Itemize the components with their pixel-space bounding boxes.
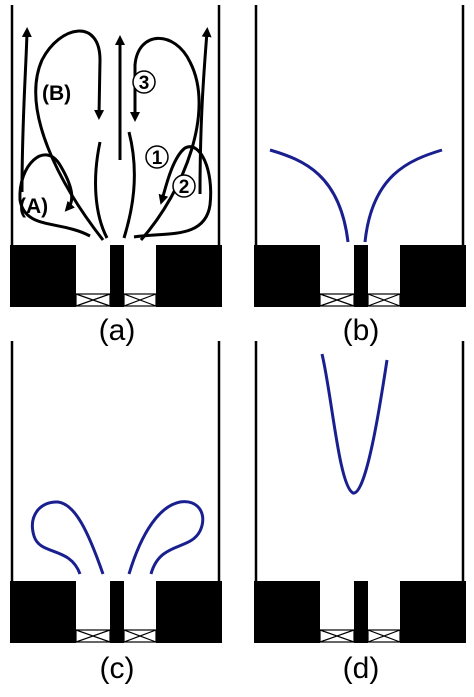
burner-base (9, 244, 223, 308)
burner-base (9, 580, 223, 644)
flame-front (320, 353, 389, 495)
combustor-walls (10, 5, 221, 245)
marker-1 (145, 145, 169, 169)
label-A: (A) (19, 195, 48, 218)
label-2: 2 (179, 177, 190, 198)
combustor-walls (10, 341, 221, 581)
label-1: 1 (152, 148, 163, 169)
marker-3 (132, 70, 156, 94)
combustor-walls (254, 5, 465, 245)
marker-2 (172, 174, 196, 198)
panel-a: (B) (A) 3 1 2 (a) (9, 5, 223, 347)
caption-b: (b) (343, 314, 380, 347)
caption-a: (a) (99, 314, 136, 347)
streamlines (18, 27, 213, 241)
region-labels: (B) (A) 3 1 2 (19, 70, 196, 218)
caption-d: (d) (343, 652, 380, 685)
burner-base (253, 580, 467, 644)
label-3: 3 (139, 73, 150, 94)
panel-b: (b) (253, 5, 467, 347)
caption-c: (c) (100, 652, 135, 685)
burner-base (253, 244, 467, 308)
flame-front (31, 500, 205, 575)
label-B: (B) (42, 82, 71, 105)
panel-c: (c) (9, 341, 223, 685)
flame-front (269, 148, 443, 243)
panel-d: (d) (253, 341, 467, 685)
combustor-walls (254, 341, 465, 581)
